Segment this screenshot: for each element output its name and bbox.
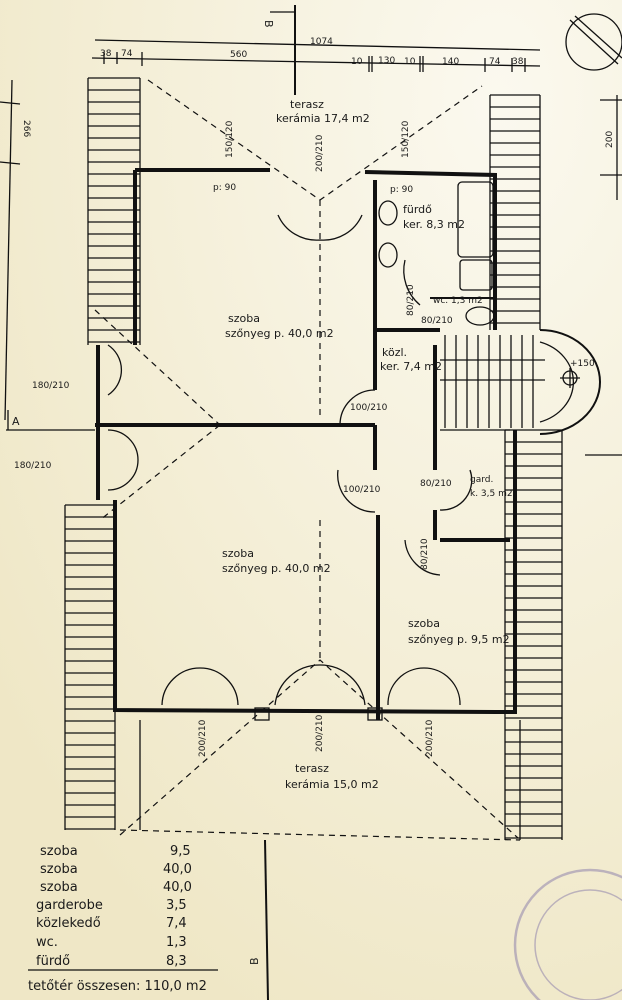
area-table: szoba 9,5 szoba 40,0 szoba 40,0 garderob… xyxy=(28,844,218,994)
terrace-lines xyxy=(94,79,521,841)
room-top-area: szőnyeg p. 40,0 m2 xyxy=(225,327,334,340)
north-arrow-icon xyxy=(565,13,622,71)
door-wc: 80/210 xyxy=(421,316,453,326)
table-row-name: fürdő xyxy=(36,954,70,969)
window-top-right: 150/120 xyxy=(401,120,411,158)
section-b-top: B xyxy=(262,20,275,28)
dim-130: 130 xyxy=(378,56,395,66)
door-bath: 80/210 xyxy=(406,284,416,316)
table-total: tetőtér összesen: 110,0 m2 xyxy=(28,979,207,994)
terrace-top-area: kerámia 17,4 m2 xyxy=(276,112,370,125)
window-left-1: 180/210 xyxy=(32,381,70,391)
table-row-value: 3,5 xyxy=(166,898,187,913)
dimension-lines xyxy=(0,5,622,1000)
sill-left: p: 90 xyxy=(213,183,236,193)
terrace-top-name: terasz xyxy=(290,98,324,111)
bath-area: ker. 8,3 m2 xyxy=(403,218,465,231)
door-top: 200/210 xyxy=(315,134,325,172)
room-bottom-name: szoba xyxy=(222,547,254,560)
table-row-name: wc. xyxy=(36,935,58,950)
stair-level: +150 xyxy=(570,359,595,369)
wardrobe-name: gard. xyxy=(470,475,493,485)
room-small-name: szoba xyxy=(408,617,440,630)
room-bottom-area: szőnyeg p. 40,0 m2 xyxy=(222,562,331,575)
wardrobe-area: k. 3,5 m2 xyxy=(470,489,513,499)
table-row-value: 8,3 xyxy=(166,954,187,969)
hall-name: közl. xyxy=(382,346,407,359)
dim-right: 200 xyxy=(605,131,615,148)
door-small: 80/210 xyxy=(420,538,430,570)
dim-38-right: 38 xyxy=(512,57,524,67)
dim-74-right: 74 xyxy=(489,57,501,67)
hall-area: ker. 7,4 m2 xyxy=(380,360,442,373)
section-a: A xyxy=(12,415,20,428)
window-top-left: 150/120 xyxy=(225,120,235,158)
table-row-name: garderobe xyxy=(36,898,103,913)
dim-38-left: 38 xyxy=(100,49,112,59)
walls xyxy=(95,168,517,721)
staircase xyxy=(440,329,601,435)
dim-140: 140 xyxy=(442,57,459,67)
terrace-bottom-name: terasz xyxy=(295,762,329,775)
dim-10b: 10 xyxy=(404,57,416,67)
door-bottom-3: 200/210 xyxy=(425,719,435,757)
dim-total: 1074 xyxy=(310,37,333,47)
terrace-bottom-area: kerámia 15,0 m2 xyxy=(285,778,379,791)
table-row-value: 40,0 xyxy=(163,880,192,895)
table-row-name: szoba xyxy=(40,862,78,877)
table-row-value: 7,4 xyxy=(166,916,187,931)
door-hall-2: 100/210 xyxy=(343,485,381,495)
door-wardrobe: 80/210 xyxy=(420,479,452,489)
sill-right: p: 90 xyxy=(390,185,413,195)
door-hall-1: 100/210 xyxy=(350,403,388,413)
dim-left: 266 xyxy=(21,120,31,137)
room-top-name: szoba xyxy=(228,312,260,325)
table-row-name: szoba xyxy=(40,844,78,859)
section-b-bottom: B xyxy=(248,957,261,965)
window-left-2: 180/210 xyxy=(14,461,52,471)
dim-560: 560 xyxy=(230,50,247,60)
table-row-value: 9,5 xyxy=(170,844,191,859)
table-row-name: közlekedő xyxy=(36,916,101,931)
dim-74-left: 74 xyxy=(121,49,133,59)
door-bottom-1: 200/210 xyxy=(198,719,208,757)
bathroom-fixtures xyxy=(378,181,495,326)
room-small-area: szőnyeg p. 9,5 m2 xyxy=(408,633,510,646)
table-row-value: 40,0 xyxy=(163,862,192,877)
table-row-value: 1,3 xyxy=(166,935,187,950)
table-row-name: szoba xyxy=(40,880,78,895)
dim-10a: 10 xyxy=(351,57,363,67)
door-bottom-2: 200/210 xyxy=(315,714,325,752)
official-stamp xyxy=(513,868,622,1000)
door-swings xyxy=(107,214,473,706)
wc-area: wc. 1,3 m2 xyxy=(433,296,483,306)
bath-name: fürdő xyxy=(403,203,432,216)
